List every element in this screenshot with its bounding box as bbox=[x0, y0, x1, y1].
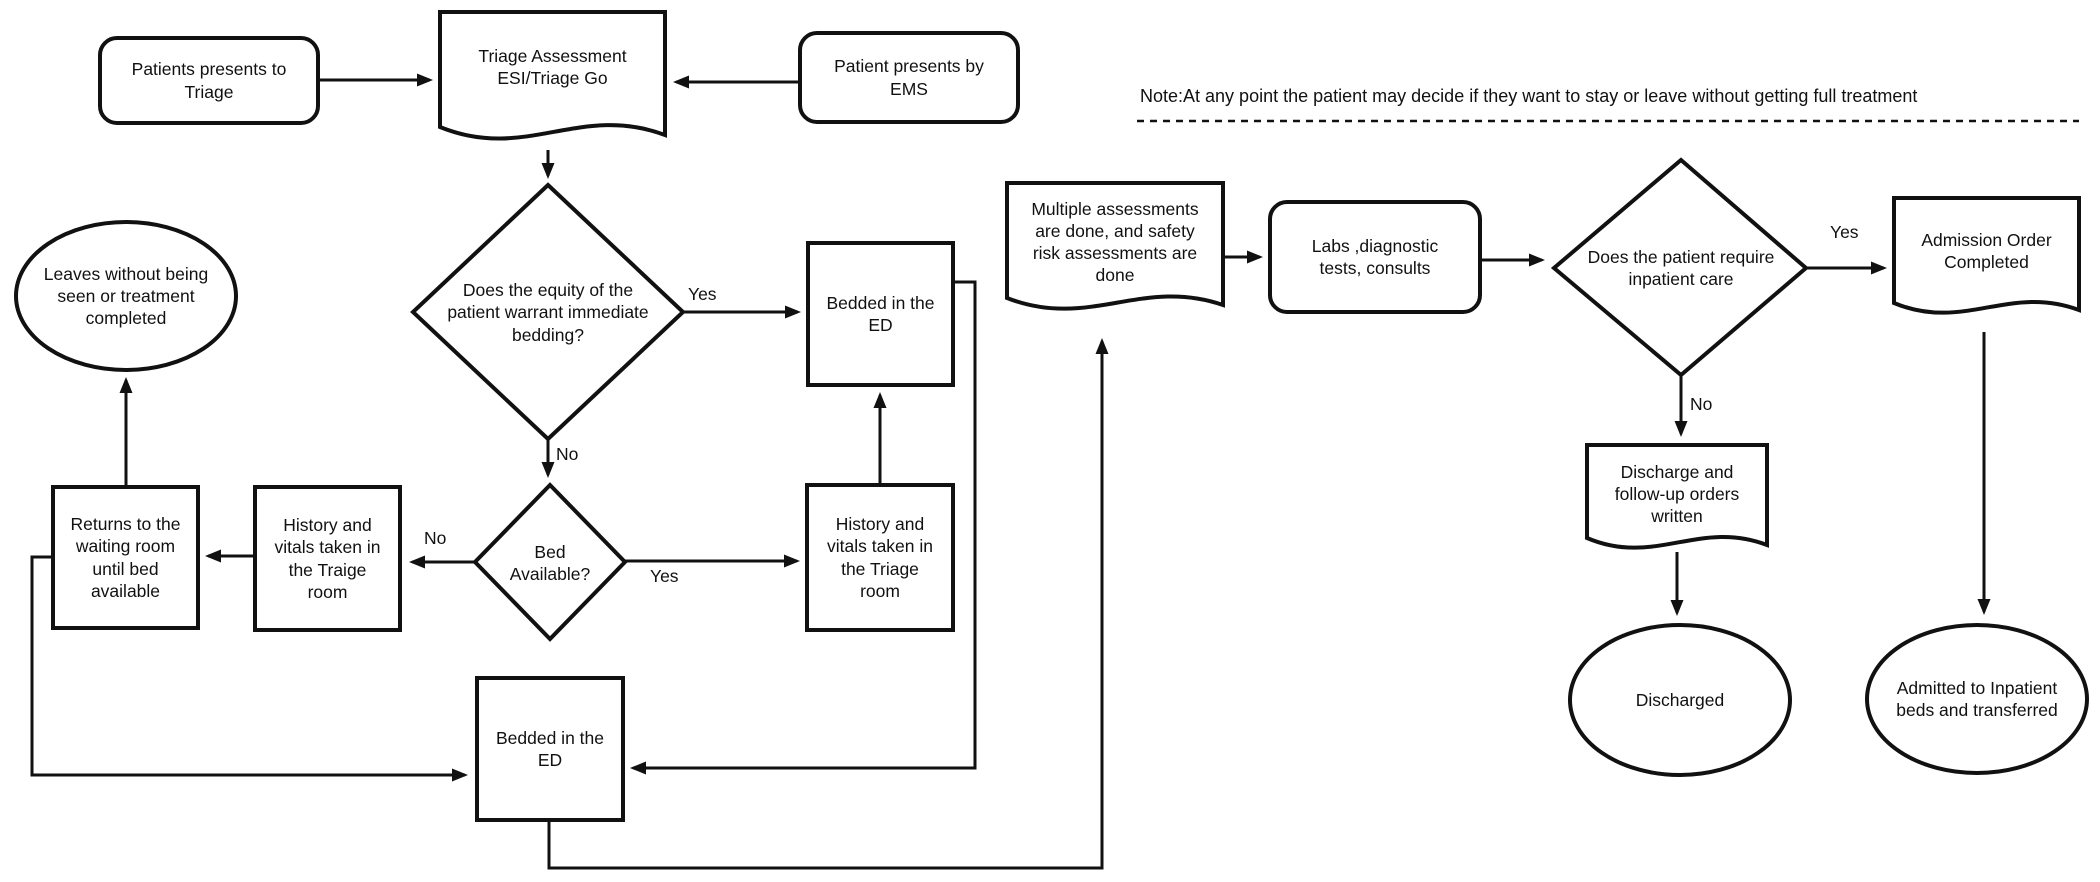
admission-order-document-shape bbox=[1892, 196, 2081, 315]
history-vitals-traige-shape bbox=[253, 485, 402, 632]
leaves-without-being-seen-shape bbox=[14, 220, 238, 372]
bedded-in-ed-bottom-shape bbox=[475, 676, 625, 822]
history-vitals-triage-shape bbox=[805, 483, 955, 632]
note-text: Note:At any point the patient may decide… bbox=[1140, 86, 1918, 106]
patient-presents-ems-shape bbox=[798, 31, 1020, 124]
equity-decision-diamond-shape bbox=[410, 182, 686, 442]
returns-to-waiting-room-shape bbox=[51, 485, 200, 630]
inpatient-decision-diamond-shape bbox=[1550, 157, 1810, 378]
discharged-shape bbox=[1568, 623, 1792, 777]
triage-assessment-document-shape bbox=[438, 10, 667, 141]
discharge-orders-document-shape bbox=[1585, 443, 1769, 550]
bed-available-diamond-shape bbox=[472, 482, 628, 642]
bedded-in-ed-top-shape bbox=[806, 241, 955, 387]
multiple-assessments-document-shape bbox=[1005, 181, 1225, 311]
edge-bedded-top-to-bedded-bottom bbox=[630, 280, 977, 775]
edge-returns-to-bedded-bottom bbox=[30, 555, 468, 782]
admitted-shape bbox=[1865, 623, 2089, 775]
edge-bedded-bottom-to-multiple-assessments bbox=[547, 338, 1109, 870]
patients-presents-triage-shape bbox=[98, 36, 320, 125]
labs-diagnostic-shape bbox=[1268, 200, 1482, 314]
